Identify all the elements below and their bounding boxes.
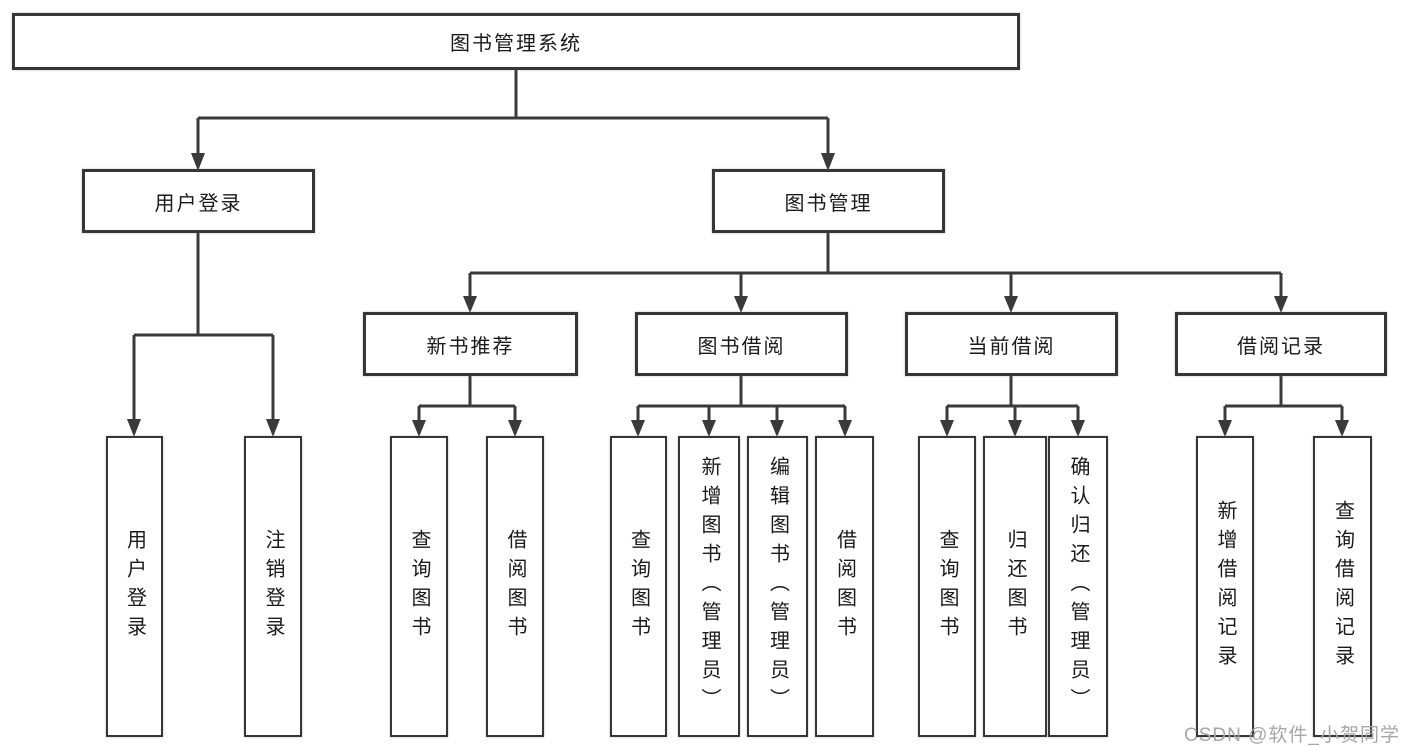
leaf-label: 用户登录 <box>123 528 146 645</box>
arrowhead <box>702 420 716 437</box>
leaf-label: 查询图书 <box>408 528 430 645</box>
arrowhead <box>940 420 954 437</box>
leaf-label: 借阅图书 <box>504 528 526 645</box>
node-new-book-recommend: 新书推荐 <box>363 312 578 376</box>
leaf-borrow-books-recommend: 借阅图书 <box>486 436 544 737</box>
connector-user-login <box>132 232 275 422</box>
connector-current-borrow <box>945 376 1080 422</box>
leaf-query-books-borrow: 查询图书 <box>610 436 667 737</box>
leaf-borrow-books: 借阅图书 <box>815 436 874 737</box>
leaf-confirm-return-admin: 确认归还（管理员） <box>1048 436 1108 737</box>
leaf-label: 借阅图书 <box>833 528 856 645</box>
arrowhead <box>1218 420 1232 437</box>
node-user-login: 用户登录 <box>82 169 315 233</box>
leaf-label: 新增借阅记录 <box>1214 499 1236 674</box>
arrowhead <box>1004 296 1018 313</box>
connector-book-mgmt <box>468 232 1283 298</box>
leaf-label: 确认归还（管理员） <box>1067 456 1089 717</box>
arrowhead <box>1008 420 1022 437</box>
arrowhead <box>821 153 835 171</box>
connector-new-book <box>417 376 517 422</box>
csdn-watermark: CSDN @软件_小贺同学 <box>1184 725 1400 746</box>
leaf-label: 查询借阅记录 <box>1331 499 1354 674</box>
connector-book-borrow <box>636 376 847 422</box>
arrowhead <box>508 420 522 437</box>
arrowhead <box>631 420 645 437</box>
leaf-add-books-admin: 新增图书（管理员） <box>678 436 740 737</box>
leaf-label: 编辑图书（管理员） <box>766 456 789 717</box>
leaf-label: 注销登录 <box>262 528 284 645</box>
arrowhead <box>191 153 205 171</box>
leaf-add-borrow-record: 新增借阅记录 <box>1196 436 1254 737</box>
leaf-logout: 注销登录 <box>244 436 302 737</box>
leaf-user-login: 用户登录 <box>106 436 163 737</box>
arrowhead <box>266 419 280 437</box>
arrowhead <box>412 420 426 437</box>
node-book-borrow: 图书借阅 <box>635 312 848 376</box>
node-borrow-record: 借阅记录 <box>1175 312 1387 376</box>
arrowhead <box>838 420 852 437</box>
arrowhead <box>770 420 784 437</box>
leaf-query-books-recommend: 查询图书 <box>390 436 448 737</box>
arrowhead <box>1071 420 1085 437</box>
connector-root-to-level2 <box>196 70 830 156</box>
leaf-label: 查询图书 <box>627 528 650 645</box>
leaf-edit-books-admin: 编辑图书（管理员） <box>747 436 808 737</box>
leaf-return-books: 归还图书 <box>983 436 1047 737</box>
leaf-label: 查询图书 <box>936 528 958 645</box>
arrowhead <box>734 296 748 313</box>
node-book-management: 图书管理 <box>712 169 945 233</box>
arrowhead <box>1335 420 1349 437</box>
leaf-query-borrow-record: 查询借阅记录 <box>1313 436 1372 737</box>
arrowhead <box>463 296 477 313</box>
leaf-query-books-current: 查询图书 <box>918 436 976 737</box>
leaf-label: 新增图书（管理员） <box>698 456 720 717</box>
arrowhead <box>127 419 141 437</box>
node-root-library-system: 图书管理系统 <box>12 13 1020 70</box>
connector-borrow-record <box>1223 376 1344 422</box>
leaf-label: 归还图书 <box>1004 528 1026 645</box>
node-current-borrow: 当前借阅 <box>905 312 1118 376</box>
arrowhead <box>1274 296 1288 313</box>
